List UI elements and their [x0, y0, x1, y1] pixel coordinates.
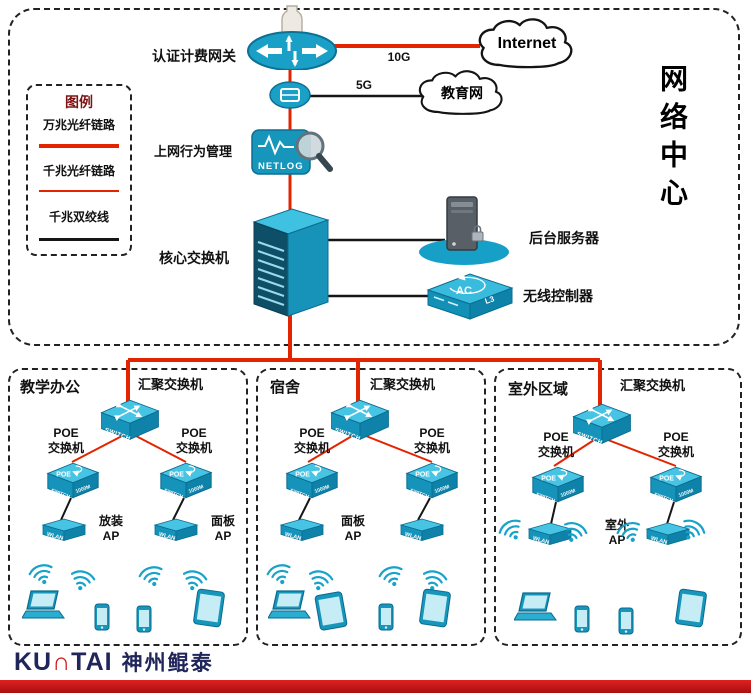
behavior-mgmt-label: 上网行为管理 [153, 144, 232, 159]
backend-server-icon [416, 194, 512, 268]
access-point-icon [40, 517, 88, 543]
netlog-device-icon: NETLOG [250, 122, 334, 180]
laptop-icon [22, 590, 66, 620]
ap-type-label: 面板 AP [210, 514, 235, 544]
edunet-cloud: 教育网 [404, 70, 520, 120]
logo-symbol: ∩ [52, 647, 72, 676]
poe-switch-icon [284, 457, 340, 503]
section-dormitory: 宿舍 汇聚交换机 POE 交换机 POE 交换机 面板 AP [256, 368, 486, 646]
tablet-icon [192, 587, 227, 629]
wireless-controller-icon: AC L3 [424, 266, 516, 322]
logo-chinese: 神州鲲泰 [121, 652, 214, 675]
section-title: 宿舍 [270, 379, 301, 396]
network-center-title: 网络中心 [657, 64, 688, 216]
poe-switch-icon [158, 457, 214, 503]
edu-gateway-icon [268, 80, 312, 110]
wireless-controller-label: 无线控制器 [523, 288, 593, 304]
wifi-signal-icon [25, 560, 58, 590]
access-point-icon [398, 517, 446, 543]
section-title: 室外区域 [508, 381, 569, 398]
wifi-signal-icon [66, 567, 98, 595]
backend-server-label: 后台服务器 [529, 230, 599, 246]
legend: 图例 万兆光纤链路 千兆光纤链路 千兆双绞线 [26, 84, 132, 256]
aggregation-switch-label: 汇聚交换机 [620, 378, 686, 393]
poe-switch-icon [45, 457, 101, 503]
logo-wordmark: KU∩TAI [14, 648, 113, 677]
tablet-icon [313, 590, 349, 633]
poe-switch-icon [530, 461, 586, 507]
auth-gateway-label: 认证计费网关 [152, 48, 236, 64]
aggregation-switch-icon [98, 392, 162, 444]
ap-type-label: 室外 AP [604, 518, 629, 548]
legend-line-10g-fiber [39, 144, 119, 148]
ap-type-label: 面板 AP [340, 514, 365, 544]
poe-switch-label: POE 交换机 [537, 430, 574, 460]
footer-red-bar [0, 680, 751, 693]
wifi-signal-icon [375, 562, 408, 592]
poe-switch-label: POE 交换机 [657, 430, 694, 460]
logo-text-right: TAI [71, 647, 113, 676]
auth-gateway-router-icon [244, 4, 340, 71]
internet-link-label: 10G [387, 50, 411, 64]
aggregation-switch-label: 汇聚交换机 [138, 377, 204, 392]
poe-switch-label: POE 交换机 [175, 426, 212, 456]
ap-type-label: 放装 AP [98, 514, 123, 544]
phone-icon [574, 605, 590, 633]
section-outdoor: 室外区域 汇聚交换机 POE 交换机 POE 交换机 室外 AP [494, 368, 742, 646]
section-teaching-office: 教学办公 汇聚交换机 POE 交换机 POE 交换机 放装 AP 面板 AP [8, 368, 248, 646]
wifi-signal-icon [263, 560, 296, 590]
phone-icon [136, 605, 152, 633]
phone-icon [618, 607, 634, 635]
internet-cloud: Internet [464, 18, 590, 74]
company-logo: KU∩TAI 神州鲲泰 [14, 646, 214, 678]
phone-icon [378, 603, 394, 631]
legend-title: 图例 [65, 94, 93, 110]
svg-text:L3: L3 [484, 294, 496, 306]
legend-line-twisted-pair [39, 238, 119, 241]
legend-item-label: 千兆双绞线 [48, 210, 109, 224]
logo-text-left: KU [14, 647, 53, 676]
phone-icon [94, 603, 110, 631]
wifi-signal-icon [494, 514, 529, 547]
poe-switch-label: POE 交换机 [47, 426, 84, 456]
svg-text:AC: AC [456, 285, 472, 297]
poe-switch-label: POE 交换机 [413, 426, 450, 456]
tablet-icon [674, 587, 709, 629]
wifi-signal-icon [135, 562, 168, 592]
legend-item-label: 万兆光纤链路 [42, 118, 115, 132]
network-center-panel [8, 8, 740, 346]
poe-switch-label: POE 交换机 [293, 426, 330, 456]
access-point-icon [278, 517, 326, 543]
poe-switch-icon [648, 461, 704, 507]
legend-line-1g-fiber [39, 190, 119, 192]
core-switch-icon [246, 204, 334, 322]
edunet-link-label: 5G [355, 78, 372, 92]
section-title: 教学办公 [20, 379, 81, 396]
laptop-icon [268, 590, 312, 620]
legend-item-label: 千兆光纤链路 [42, 164, 115, 178]
access-point-icon [152, 517, 200, 543]
svg-text:NETLOG: NETLOG [258, 161, 304, 172]
edunet-cloud-label: 教育网 [441, 85, 483, 101]
internet-cloud-label: Internet [497, 35, 557, 52]
core-switch-label: 核心交换机 [159, 250, 229, 266]
poe-switch-icon [404, 457, 460, 503]
aggregation-switch-label: 汇聚交换机 [370, 377, 436, 392]
tablet-icon [418, 587, 453, 629]
laptop-icon [514, 592, 558, 622]
